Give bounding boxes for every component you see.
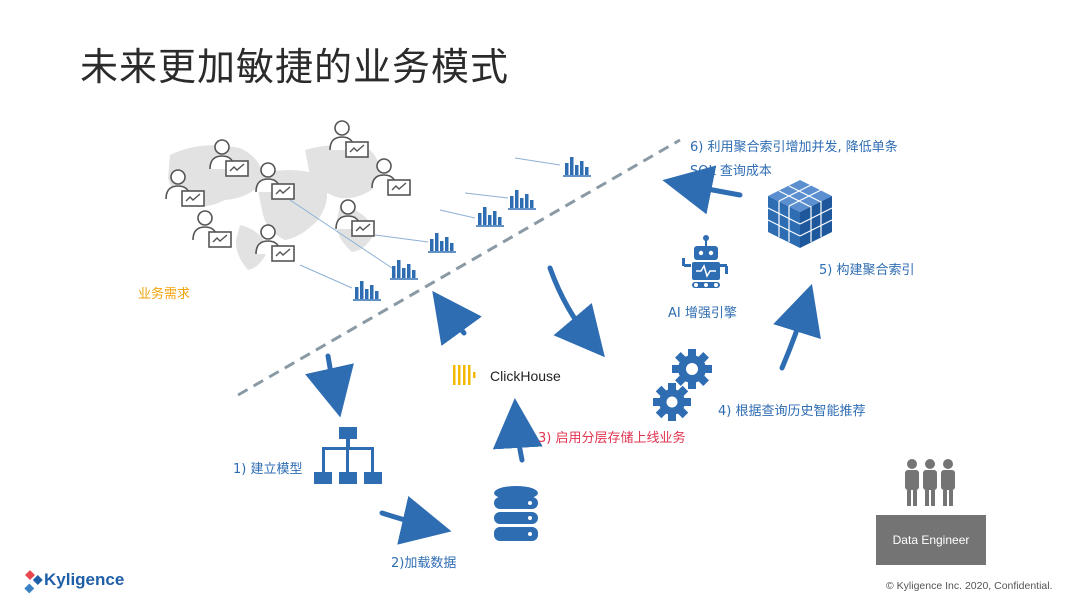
- clickhouse-logo: [453, 365, 476, 385]
- arrow-to-build: [773, 283, 821, 371]
- ai-engine-label: AI 增强引擎: [668, 306, 737, 321]
- arrow-to-serve: [432, 290, 482, 346]
- robot-icon: [682, 235, 728, 288]
- flow-arrows: [305, 165, 821, 545]
- step-5-label: 5) 构建聚合索引: [819, 263, 915, 278]
- page-title: 未来更加敏捷的业务模式: [80, 45, 510, 89]
- hierarchy-model-icon: [314, 427, 382, 484]
- bar-chart-icon: [507, 189, 537, 210]
- bar-chart-icon: [389, 259, 419, 280]
- arrow-to-load: [379, 495, 452, 545]
- arrow-to-query: [662, 165, 743, 215]
- user-icon: [192, 210, 232, 248]
- data-engineer-label: Data Engineer: [892, 533, 970, 547]
- business-demand-label: 业务需求: [138, 287, 191, 302]
- copyright-text: © Kyligence Inc. 2020, Confidential.: [886, 580, 1053, 592]
- step-2-label: 2)加载数据: [391, 556, 457, 571]
- arrow-to-engine: [547, 265, 605, 358]
- step-6-line1: 6) 利用聚合索引增加并发, 降低单条: [690, 140, 898, 155]
- clickhouse-label: ClickHouse: [490, 368, 561, 384]
- boundary-dashed-line: [237, 138, 681, 397]
- database-icon: [494, 486, 538, 541]
- step-6-label: 6) 利用聚合索引增加并发, 降低单条 SQL 查询成本: [690, 136, 898, 184]
- gears-icon: [653, 349, 712, 421]
- step-1-label: 1) 建立模型: [233, 462, 303, 477]
- step-6-line2: SQL 查询成本: [690, 164, 772, 179]
- arrow-to-model: [305, 353, 354, 418]
- bar-chart-icon: [352, 280, 382, 301]
- kyligence-logo-mark: [24, 570, 43, 594]
- bar-chart-icon: [427, 232, 457, 253]
- data-engineer-box: Data Engineer: [876, 515, 986, 565]
- step-4-label: 4) 根据查询历史智能推荐: [718, 404, 866, 419]
- connector-lines: [289, 157, 561, 289]
- step-3-label: 3) 启用分层存储上线业务: [538, 431, 686, 446]
- cube-index-icon: [767, 180, 833, 248]
- data-engineer-people-icon: [905, 459, 955, 506]
- arrow-to-storage: [492, 398, 543, 463]
- user-icon: [371, 158, 411, 196]
- bar-chart-icon: [475, 206, 505, 227]
- bar-chart-icon: [562, 156, 592, 177]
- kyligence-logo-text: Kyligence: [44, 570, 125, 589]
